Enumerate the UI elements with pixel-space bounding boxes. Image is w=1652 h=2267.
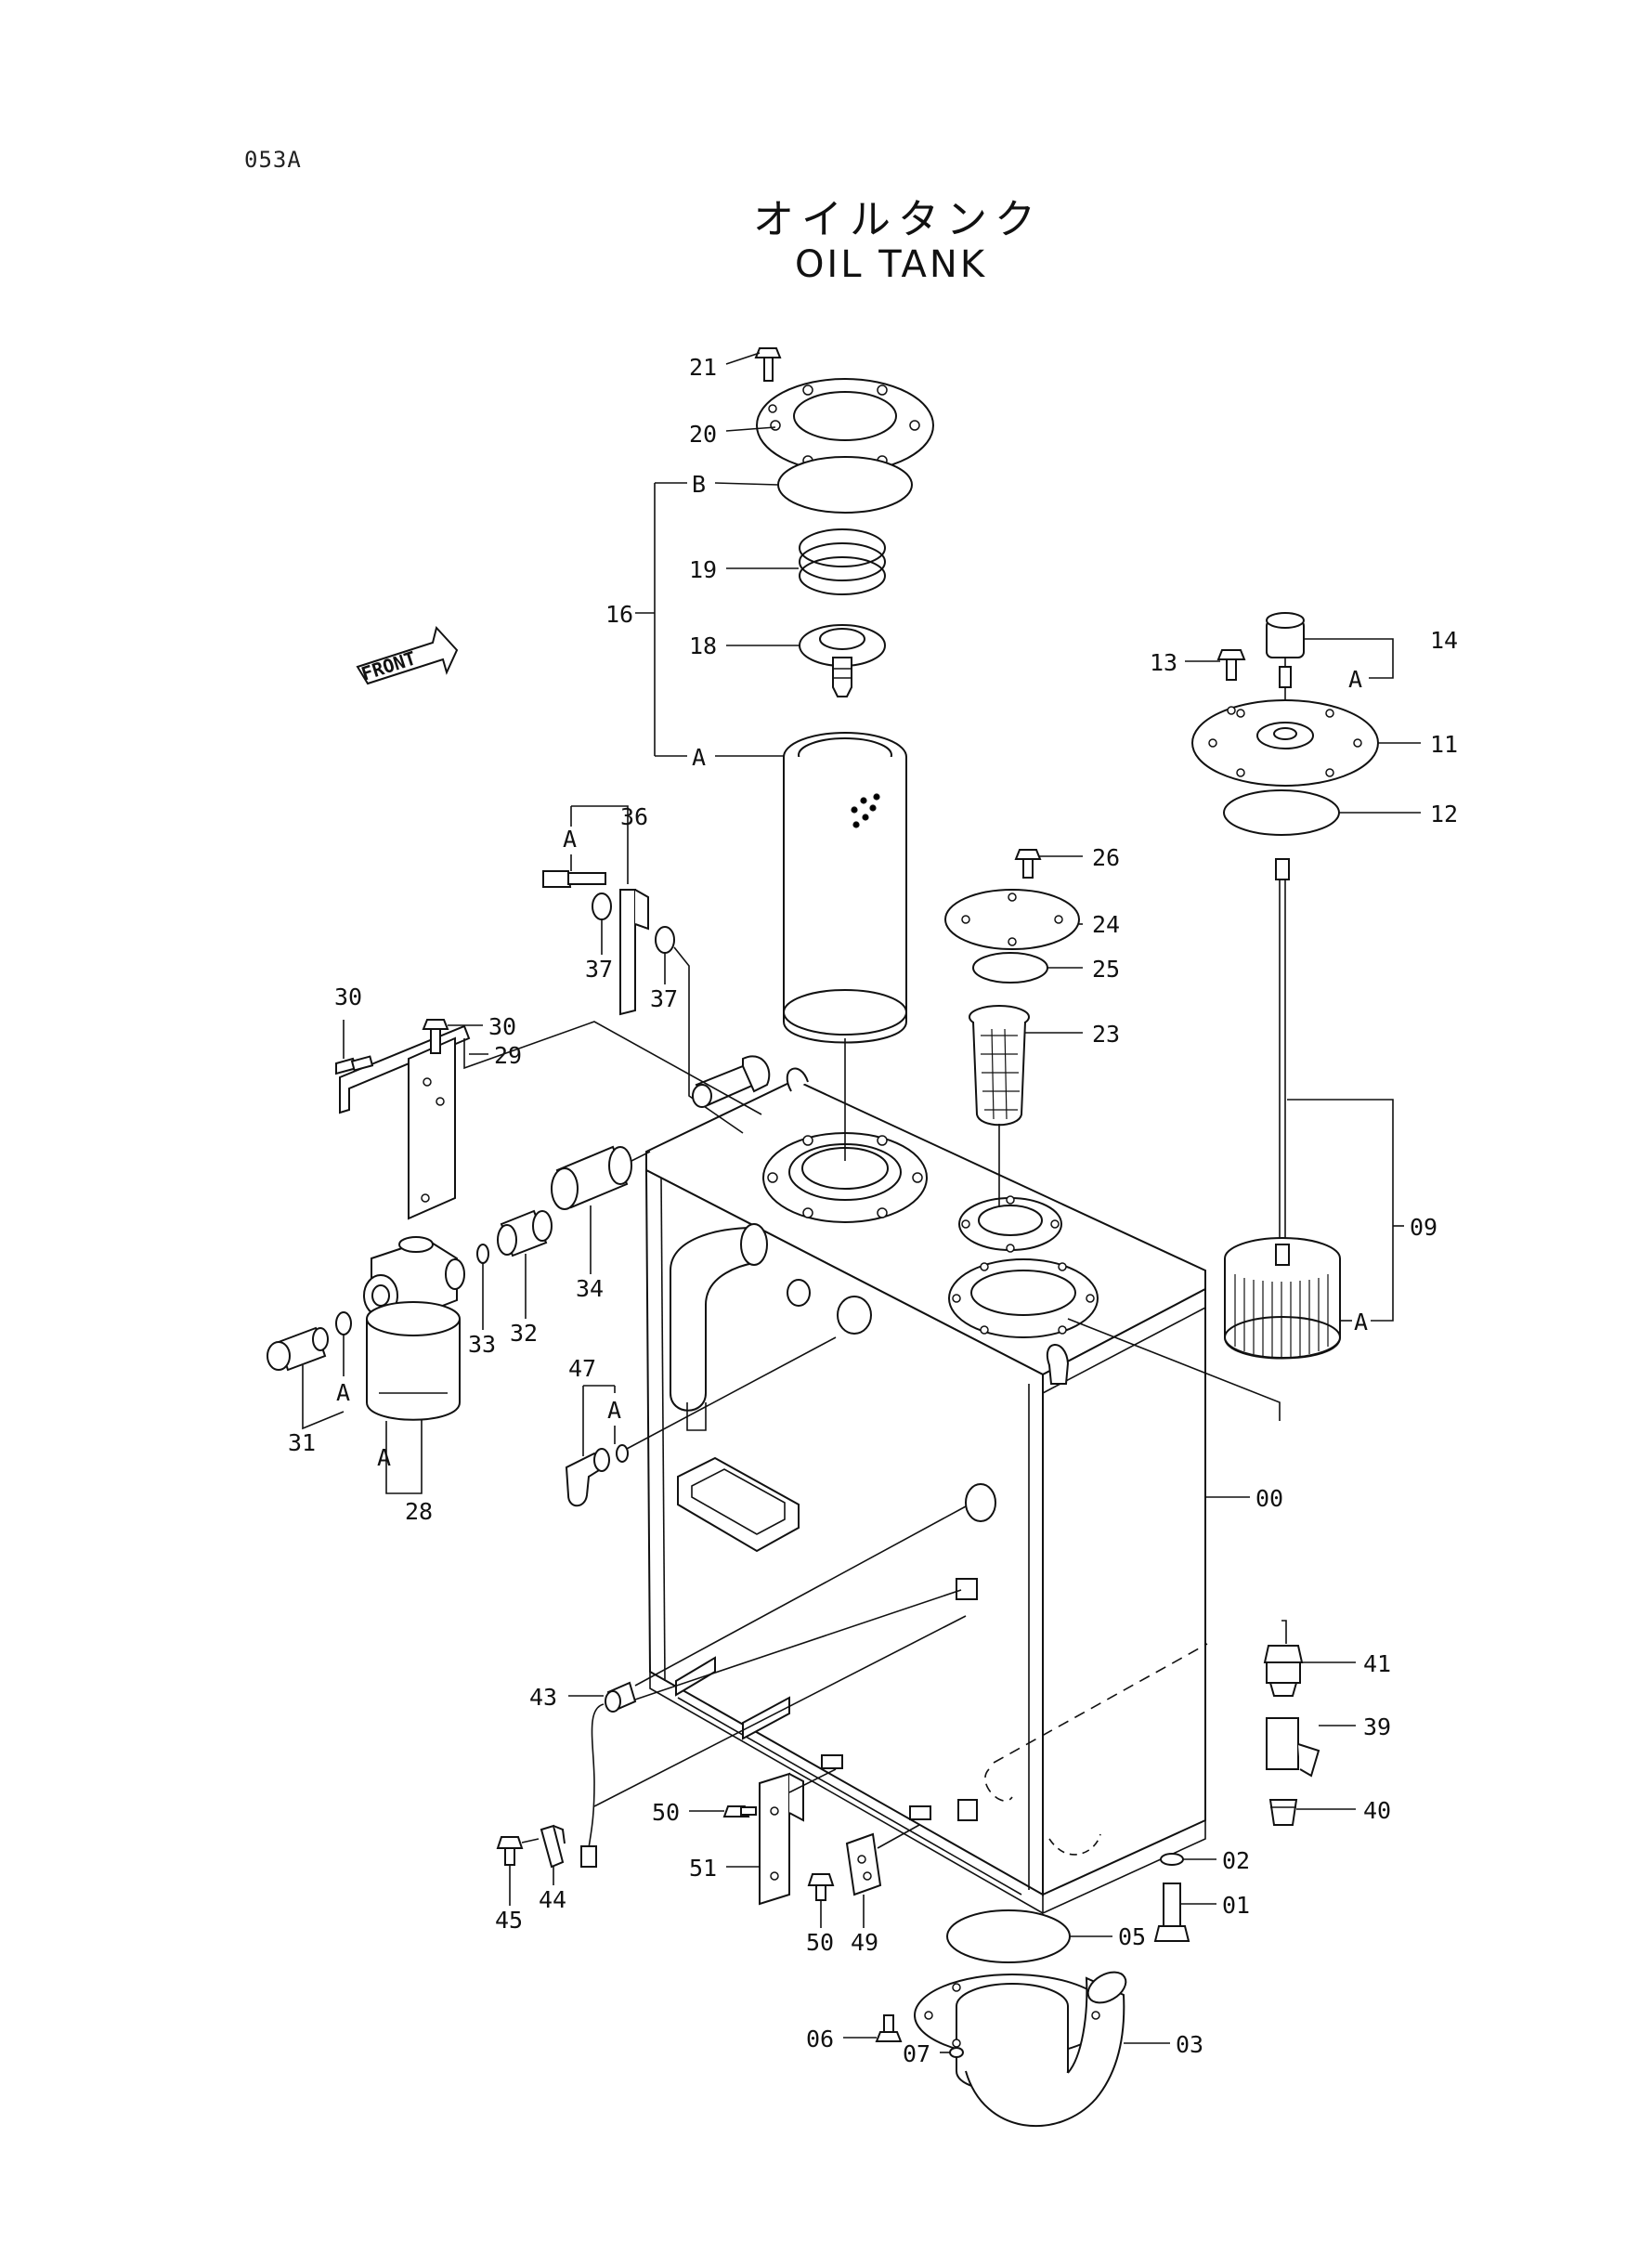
callout-37a: 37	[585, 956, 613, 983]
level-sensor-assy	[496, 1505, 967, 1869]
marker-a-09: A	[1354, 1309, 1368, 1335]
callout-37b: 37	[650, 985, 678, 1012]
callout-06: 06	[806, 2026, 834, 2052]
callout-13: 13	[1150, 649, 1177, 676]
callout-01: 01	[1222, 1892, 1250, 1919]
drain-parts	[1153, 1620, 1320, 1942]
callout-29: 29	[494, 1042, 522, 1069]
callout-41: 41	[1363, 1650, 1391, 1677]
callout-36: 36	[620, 803, 648, 830]
callout-25: 25	[1092, 956, 1120, 983]
callout-24: 24	[1092, 911, 1120, 938]
callout-12: 12	[1430, 801, 1458, 827]
air-breather-assy	[1191, 612, 1379, 836]
callout-28: 28	[405, 1498, 433, 1525]
marker-a-16: A	[692, 744, 706, 771]
callout-16: 16	[605, 601, 633, 628]
suction-strainer-assy	[754, 347, 934, 1161]
callout-33: 33	[468, 1331, 496, 1358]
callout-50a: 50	[652, 1799, 680, 1826]
callout-49: 49	[851, 1929, 878, 1956]
line-filter-assy	[267, 1019, 762, 1421]
marker-a-28: A	[377, 1444, 391, 1471]
front-label: FRONT	[358, 646, 419, 684]
front-arrow-icon: FRONT	[356, 625, 459, 685]
callout-47: 47	[568, 1355, 596, 1382]
page-code: 053A	[244, 147, 302, 173]
callout-26: 26	[1092, 844, 1120, 871]
callout-30b: 30	[488, 1013, 516, 1040]
callout-45: 45	[495, 1907, 523, 1934]
callout-21: 21	[689, 354, 717, 381]
callout-43: 43	[529, 1684, 557, 1711]
callout-05: 05	[1118, 1923, 1146, 1950]
marker-a-14: A	[1348, 666, 1362, 693]
callout-44: 44	[539, 1886, 566, 1913]
suction-pipe-assy	[875, 1909, 1127, 2128]
bracket-36-assy	[542, 870, 744, 1134]
fill-port-assy	[944, 849, 1080, 1207]
callout-39: 39	[1363, 1713, 1391, 1740]
callout-40: 40	[1363, 1797, 1391, 1824]
callout-00: 00	[1255, 1485, 1283, 1512]
callout-14: 14	[1430, 627, 1458, 654]
callout-02: 02	[1222, 1847, 1250, 1874]
title-japanese: オイルタンク	[753, 196, 1043, 243]
return-filter-assy	[1067, 858, 1341, 1421]
callout-20: 20	[689, 421, 717, 448]
callout-34: 34	[576, 1275, 604, 1302]
callout-30a: 30	[334, 984, 362, 1010]
callout-18: 18	[689, 632, 717, 659]
callout-03: 03	[1176, 2031, 1203, 2058]
callout-51: 51	[689, 1855, 717, 1882]
callout-07: 07	[903, 2040, 930, 2067]
title-english: OIL TANK	[794, 243, 988, 286]
callout-31: 31	[288, 1429, 316, 1456]
marker-a-36: A	[563, 826, 577, 853]
elbow-47	[565, 1336, 837, 1507]
marker-b-16: B	[692, 471, 706, 498]
callout-23: 23	[1092, 1021, 1120, 1048]
callout-labels: 21 20 B 16 19 18 A 14 A 13 11 12 26 24 2…	[288, 354, 1458, 2067]
hose-fitting	[692, 1055, 771, 1108]
brackets-49-51	[722, 1768, 920, 1906]
oil-tank-body	[644, 1067, 1208, 1915]
callout-50b: 50	[806, 1929, 834, 1956]
callout-09: 09	[1410, 1214, 1437, 1241]
marker-a-31: A	[336, 1379, 350, 1406]
callout-32: 32	[510, 1320, 538, 1347]
callout-19: 19	[689, 556, 717, 583]
callout-11: 11	[1430, 731, 1458, 758]
marker-a-47: A	[607, 1397, 621, 1424]
leader-lines	[302, 352, 1421, 2053]
